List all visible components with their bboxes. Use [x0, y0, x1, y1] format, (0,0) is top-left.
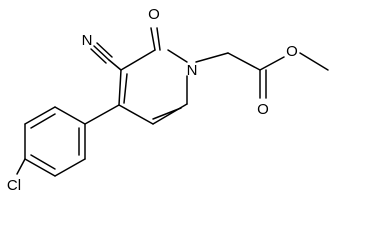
bond-n1-ch2 [195, 52, 229, 63]
atom-o-ester-single: O [286, 43, 298, 60]
atom-o-carbonyl: O [148, 6, 160, 23]
bonds [16, 27, 329, 177]
structure-diagram: N O N O O Cl [7, 6, 329, 194]
bond-ph-cl [16, 158, 26, 175]
bond-ph5-ph6 [24, 106, 56, 125]
atom-labels: N O N O O Cl [7, 6, 298, 194]
bond-c2-n1 [167, 49, 188, 63]
bond-cn-triple-1 [93, 45, 110, 61]
bond-ph3-ph4 [24, 158, 56, 177]
bond-cn-triple-3 [90, 48, 107, 64]
atom-o-ester-double: O [257, 101, 269, 118]
bond-c4-c3 [118, 69, 122, 106]
bond-ph3-ph4-inner [30, 154, 56, 170]
bond-c4-c3-inner [123, 73, 128, 104]
bond-c6-c5 [152, 103, 188, 125]
bond-cn-triple-2 [96, 42, 113, 58]
bond-c3-cn [108, 59, 122, 71]
bond-c5-c4 [118, 104, 154, 125]
bond-ph5-ph6-inner [30, 113, 56, 129]
bond-cester-o-single [259, 56, 285, 71]
bond-ch2-cester [227, 52, 261, 71]
bond-c3-c2 [120, 49, 156, 71]
bond-c2-o [150, 27, 156, 51]
bond-c4-ph [84, 104, 120, 125]
bond-ph6-ph1 [54, 106, 86, 125]
bond-ph2-ph3 [54, 158, 86, 177]
bond-c6-c5-inner [152, 107, 182, 120]
bond-c2-o-double [156, 27, 161, 51]
bond-o-methyl [299, 52, 329, 71]
atom-cl: Cl [7, 177, 21, 194]
atom-n-nitrile: N [82, 32, 93, 49]
atom-n-ring: N [187, 62, 198, 79]
